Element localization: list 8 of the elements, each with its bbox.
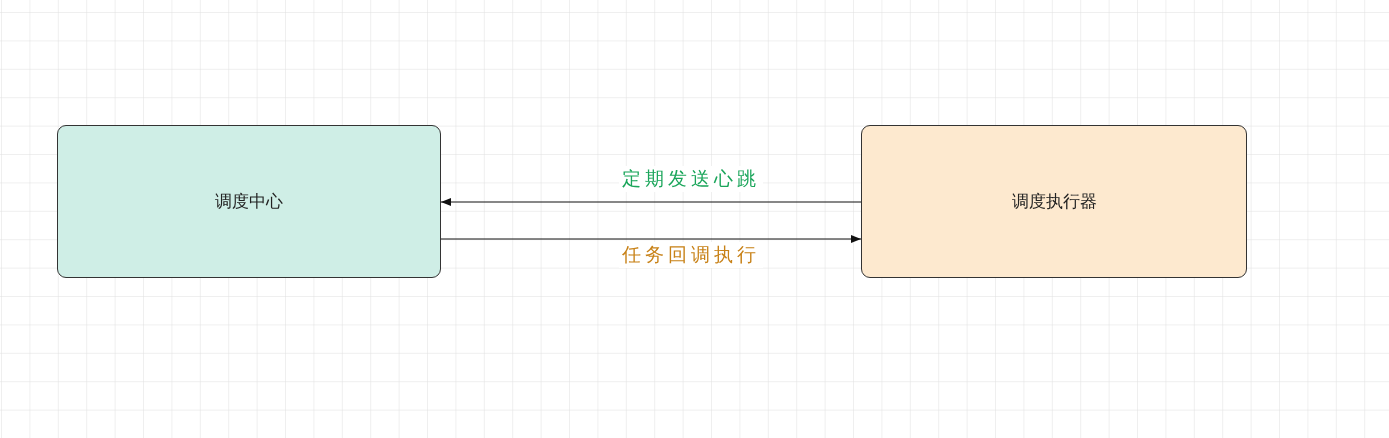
box-label: 调度执行器 [1011, 190, 1097, 213]
edge-label: 定期发送心跳 [619, 166, 763, 192]
edge-label: 任务回调执行 [619, 242, 763, 268]
executor-box [861, 125, 1247, 278]
arrow [440, 235, 862, 243]
scheduler-box [57, 125, 441, 278]
arrow [440, 198, 862, 206]
box-label: 调度中心 [215, 190, 283, 213]
